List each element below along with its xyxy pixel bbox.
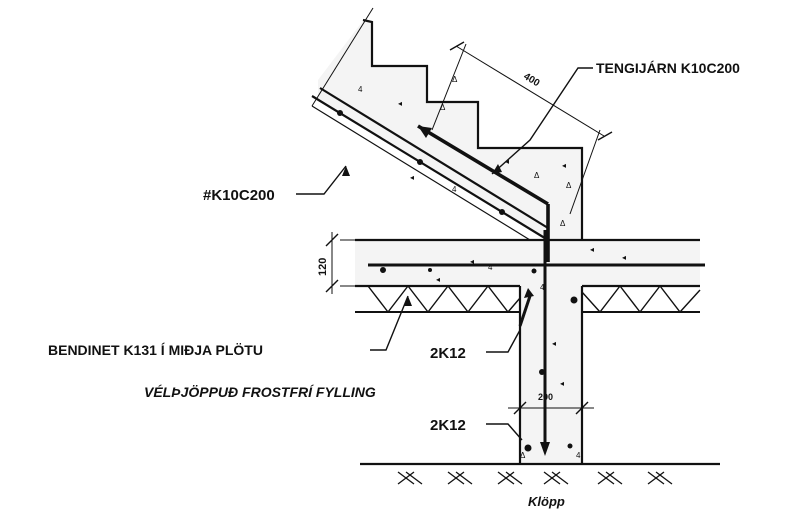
- svg-text:◂: ◂: [562, 161, 566, 170]
- svg-text:Δ: Δ: [566, 181, 572, 190]
- concrete-aggregate-marks: 4◂Δ Δ◂Δ ◂ΔΔ ◂4◂ ◂◂◂ ◂◂4 Δ44: [358, 75, 626, 460]
- svg-text:Δ: Δ: [440, 103, 446, 112]
- klopp-label: Klöpp: [528, 494, 565, 509]
- wall-starter-bar: [518, 295, 532, 327]
- sloped-slab-soffit: [311, 87, 549, 241]
- svg-text:4: 4: [488, 263, 493, 272]
- svg-text:◂: ◂: [552, 339, 556, 348]
- svg-text:◂: ◂: [436, 275, 440, 284]
- compacted-fill-hatch: [355, 284, 701, 314]
- floor-slab: [340, 238, 700, 288]
- svg-text:Δ: Δ: [452, 75, 458, 84]
- ground-rock: [360, 462, 720, 485]
- lower-2k12-label: 2K12: [430, 417, 466, 434]
- svg-text:4: 4: [358, 85, 363, 94]
- svg-text:◂: ◂: [622, 253, 626, 262]
- rebar-hook: [540, 442, 550, 456]
- starter-bar-tip: [524, 288, 534, 298]
- dimension-120: [325, 232, 339, 294]
- dim-400-label: 400: [521, 71, 541, 89]
- svg-text:Δ: Δ: [520, 451, 526, 460]
- leader-arrowheads: [342, 164, 502, 306]
- svg-text:◂: ◂: [398, 99, 402, 108]
- dimension-200: [508, 401, 594, 415]
- upper-2k12-label: 2K12: [430, 345, 466, 362]
- k10c200-mesh-label: #K10C200: [203, 187, 275, 204]
- rebar-dots: [337, 110, 578, 452]
- svg-text:◂: ◂: [590, 245, 594, 254]
- svg-text:4: 4: [540, 283, 545, 292]
- svg-text:Δ: Δ: [534, 171, 540, 180]
- foundation-wall: [518, 286, 584, 464]
- leader-lines: [296, 67, 593, 441]
- svg-text:◂: ◂: [410, 173, 414, 182]
- dimension-400: [431, 41, 613, 215]
- tengijarn-label: TENGIJÁRN K10C200: [596, 60, 740, 76]
- svg-text:◂: ◂: [560, 379, 564, 388]
- svg-text:4: 4: [452, 185, 457, 194]
- svg-text:4: 4: [576, 451, 581, 460]
- stair-rebar: [417, 124, 550, 262]
- fill-label: VÉLÞJÖPPUÐ FROSTFRÍ FYLLING: [144, 384, 376, 400]
- svg-text:◂: ◂: [470, 257, 474, 266]
- bendinet-label: BENDINET K131 Í MIÐJA PLÖTU: [48, 342, 263, 358]
- dim-120-label: 120: [317, 258, 329, 276]
- dim-200-label: 200: [538, 392, 553, 402]
- svg-text:Δ: Δ: [560, 219, 566, 228]
